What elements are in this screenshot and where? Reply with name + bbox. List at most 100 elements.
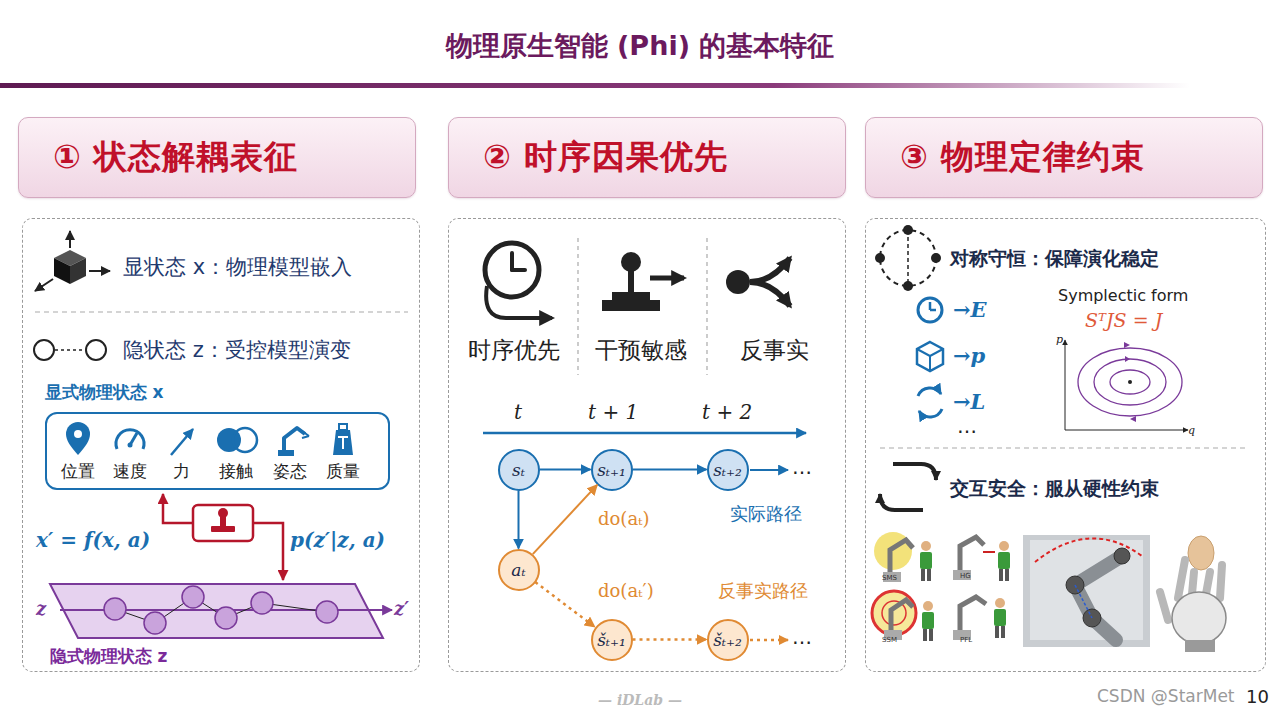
icon-caption: 反事实	[719, 337, 829, 365]
edge-label: do(aₜ′)	[598, 580, 654, 602]
divider-line	[706, 238, 707, 375]
state-symbol: aₜ	[500, 551, 538, 589]
formula: SᵀJS = J	[1085, 309, 1162, 332]
counterfactual-arrow	[633, 638, 707, 641]
state-symbol: sₜ	[500, 451, 538, 489]
section-header: ② 时序因果优先	[448, 117, 846, 198]
state-symbol: šₜ₊₂	[709, 621, 747, 659]
latent-state-band: 隐式物理状态 z	[48, 582, 385, 640]
dashed-panel: 对称守恒：保障演化稳定交互安全：服从硬性约束	[865, 218, 1266, 672]
formula: x′ = f(x, a)	[36, 528, 150, 552]
symmetry-icon	[875, 225, 941, 291]
icon-caption: 时序优先	[459, 337, 569, 365]
latent-chain	[60, 586, 392, 634]
state-circle: sₜ₊₁	[591, 449, 633, 491]
section-header: ③ 物理定律约束	[865, 117, 1263, 198]
continuation-arrow	[750, 639, 788, 642]
slide-title: 物理原生智能 (Phi) 的基本特征	[0, 28, 1280, 64]
time-label: t + 1	[588, 400, 638, 424]
state-circle: sₜ₊₂	[707, 449, 749, 491]
title-underline	[0, 83, 1190, 88]
path-label: 实际路径	[730, 503, 802, 525]
divider-line	[577, 238, 578, 375]
section-heading: 对称守恒：保障演化稳定	[950, 247, 1159, 270]
band-shape	[50, 584, 383, 638]
icon-label: 接触	[211, 461, 261, 481]
latent-icon	[34, 340, 106, 360]
state-symbol: šₜ₊₁	[593, 621, 631, 659]
time-label: t	[514, 400, 522, 424]
ellipsis: …	[792, 625, 812, 649]
mode-tag: HG	[960, 572, 971, 580]
counterfactual-arrow	[535, 582, 594, 627]
mode-tag: PFL	[960, 636, 972, 644]
icon-label: 质量	[318, 461, 368, 481]
time-label: t + 2	[702, 400, 752, 424]
ellipsis: …	[957, 414, 977, 438]
header-text: ① 状态解耦表征	[53, 137, 298, 177]
state-symbol: z′	[394, 598, 409, 620]
panel-text: 显状态 x：物理模型嵌入	[123, 255, 352, 280]
state-icons	[66, 422, 353, 456]
icon-label: 速度	[105, 461, 155, 481]
safety-pictograms	[872, 532, 1010, 641]
axis-label: p	[1056, 333, 1063, 346]
phase-plot	[1065, 340, 1188, 430]
timeline-axis	[483, 432, 806, 435]
conserved-quantity: →p	[953, 343, 985, 368]
cube-icon	[35, 231, 110, 291]
branch-icon	[726, 258, 790, 306]
conserved-quantity: →E	[953, 297, 987, 322]
section-header: ① 状态解耦表征	[18, 117, 416, 198]
robot-arm-photo	[1023, 535, 1150, 647]
state-circle: šₜ₊₂	[707, 619, 749, 661]
formula: p(z′|z, a)	[290, 528, 385, 552]
band-heading: 隐式物理状态 z	[50, 646, 168, 666]
loop-icon	[880, 464, 936, 510]
divider-line	[880, 447, 1245, 448]
watermark: CSDN @StarMet	[1097, 686, 1235, 706]
ellipsis: …	[792, 455, 812, 479]
continuation-arrow	[750, 469, 788, 471]
causal-arrow	[518, 491, 520, 549]
causal-arrow	[533, 485, 597, 554]
path-label: 反事实路径	[718, 580, 808, 602]
axis-label: q	[1188, 424, 1195, 437]
band-outline	[48, 582, 385, 640]
mode-tag: SMS	[882, 574, 897, 582]
state-circle: sₜ	[498, 449, 540, 491]
state-symbol: z	[36, 598, 46, 620]
header-text: ③ 物理定律约束	[900, 137, 1145, 177]
joystick-icon	[602, 252, 684, 311]
footer-logo: — iDLab —	[560, 692, 720, 709]
robot-hand-photo	[1160, 536, 1226, 652]
state-symbol: sₜ₊₂	[709, 451, 747, 489]
icon-caption: 干预敏感	[586, 337, 696, 365]
causal-arrow	[633, 469, 707, 471]
state-circle: šₜ₊₁	[591, 619, 633, 661]
mode-tag: SSM	[882, 636, 897, 644]
state-symbol: sₜ₊₁	[593, 451, 631, 489]
edge-label: do(aₜ)	[598, 508, 650, 530]
box-heading: 显式物理状态 x	[45, 382, 164, 402]
page-number: 10	[1246, 686, 1269, 708]
clock-icon	[485, 243, 552, 318]
intervention-box	[163, 494, 283, 580]
panel-text: 隐状态 z：受控模型演变	[123, 338, 351, 363]
state-circle: aₜ	[498, 549, 540, 591]
conserved-quantity: →L	[953, 389, 985, 414]
dashed-panel: 显状态 x：物理模型嵌入隐状态 z：受控模型演变显式物理状态 x位置速度力接触姿…	[22, 218, 420, 672]
causal-arrow	[540, 469, 591, 471]
conservation-icons	[917, 298, 943, 417]
divider-line	[35, 311, 408, 312]
icon-label: 姿态	[265, 461, 315, 481]
plot-title: Symplectic form	[1058, 286, 1188, 305]
section-heading: 交互安全：服从硬性约束	[950, 477, 1159, 500]
icon-label: 位置	[53, 461, 103, 481]
header-text: ② 时序因果优先	[483, 137, 728, 177]
dashed-panel: 时序优先干预敏感反事实 sₜ sₜ₊₁ sₜ₊₂ aₜ šₜ₊₁ šₜ₊₂	[448, 218, 846, 672]
explicit-state-box: 显式物理状态 x位置速度力接触姿态质量	[45, 412, 390, 490]
icon-label: 力	[157, 461, 207, 481]
